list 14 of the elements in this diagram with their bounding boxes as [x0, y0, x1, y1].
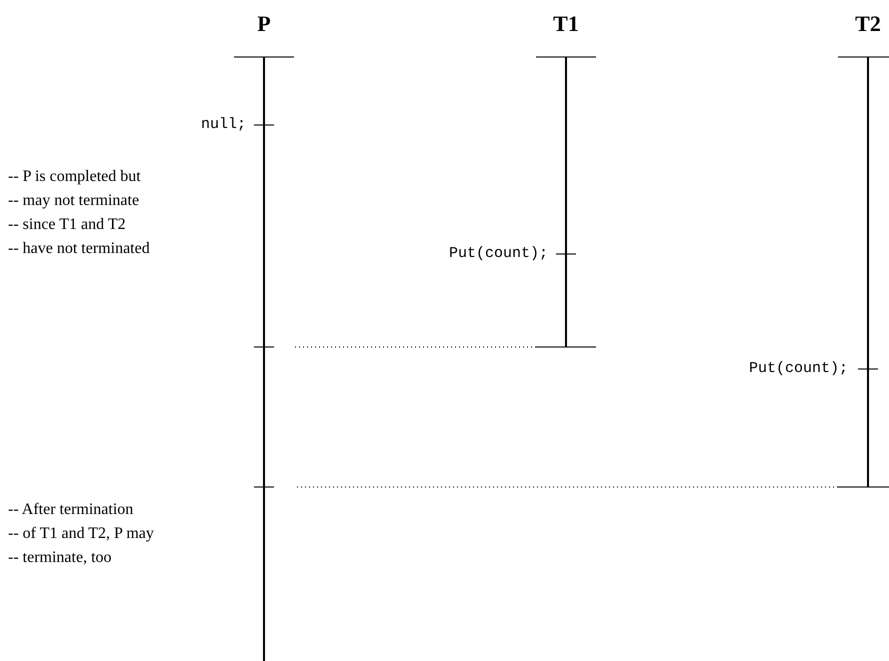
lifeline-title: T1: [553, 10, 579, 38]
comment-line: -- since T1 and T2: [8, 215, 126, 235]
code-statement: Put(count);: [748, 359, 848, 379]
dotted-connector: [294, 346, 536, 348]
comment-line: -- may not terminate: [8, 191, 140, 211]
lifeline-title: P: [257, 10, 271, 38]
comment-line: -- After termination: [8, 500, 134, 520]
comment-line: -- P is completed but: [8, 167, 141, 187]
comment-line: -- terminate, too: [8, 548, 112, 568]
comment-line: -- of T1 and T2, P may: [8, 524, 154, 544]
code-statement: Put(count);: [448, 244, 548, 264]
comment-line: -- have not terminated: [8, 239, 150, 259]
code-statement: null;: [200, 115, 246, 135]
lifeline-title: T2: [855, 10, 881, 38]
